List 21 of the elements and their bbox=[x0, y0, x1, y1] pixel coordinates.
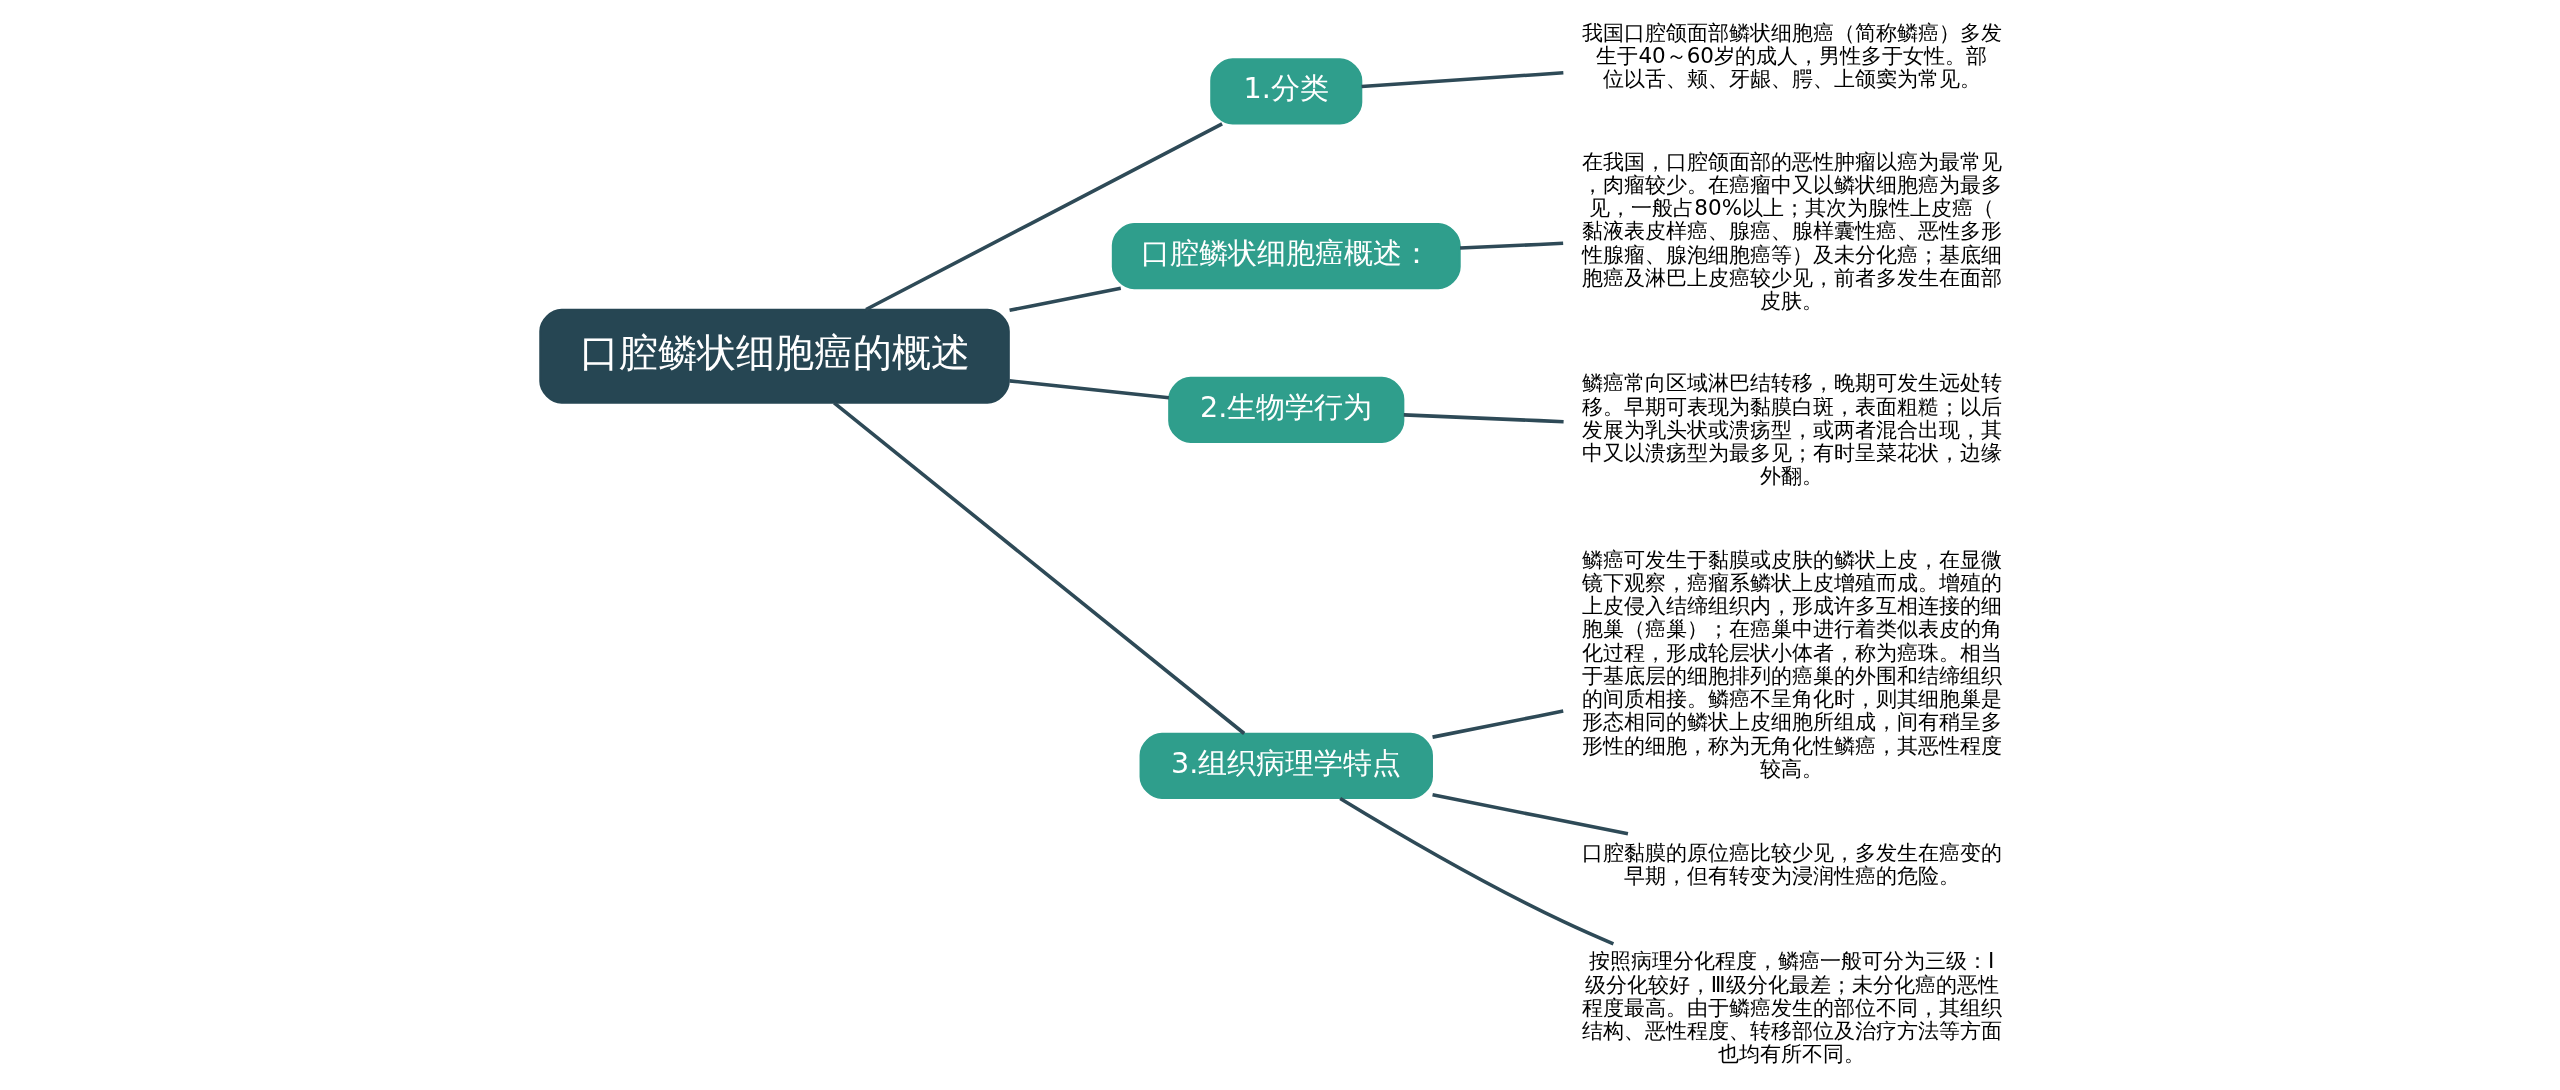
connector bbox=[1339, 796, 1615, 946]
node-text: 鳞癌可发生于黏膜或皮肤的鳞状上皮，在显微镜下观察，癌瘤系鳞状上皮增殖而成。增殖的上皮侵入结缔组织内，形成许多互相连接的细胞巢（癌巢）；在癌巢中进行着类似表皮的角化过程，形成轮层状小体者，称为癌珠。相当于基底层的细胞排列的癌巢的外围和结缔组织的间质相接。鳞癌不呈角化时，则其细胞巢是形态相同的鳞状上皮细胞所组成，间有稍呈多形性的细胞，称为无角化性鳞癌，其恶性程度较高。 bbox=[1581, 546, 2002, 781]
node-box: 口腔鳞状细胞癌的概述 bbox=[539, 308, 1010, 404]
connector bbox=[865, 122, 1223, 312]
connector bbox=[1009, 379, 1170, 400]
node-text: 口腔黏膜的原位癌比较少见，多发生在癌变的早期，但有转变为浸润性癌的危险。 bbox=[1581, 840, 2002, 889]
node-text: 鳞癌常向区域淋巴结转移，晚期可发生远处转移。早期可表现为黏膜白斑，表面粗糙；以后发展为乳头状或溃疡型，或两者混合出现，其中又以溃疡型为最多见；有时呈菜花状，边缘外翻。 bbox=[1581, 370, 2002, 489]
connector bbox=[1403, 413, 1564, 424]
connector bbox=[833, 401, 1246, 735]
node-box: 1.分类 bbox=[1210, 58, 1363, 125]
node-box: 口腔鳞状细胞癌概述： bbox=[1111, 222, 1461, 290]
connector bbox=[1009, 286, 1122, 312]
connector bbox=[1432, 709, 1564, 739]
node-text: 我国口腔颌面部鳞状细胞癌（简称鳞癌）多发生于40～60岁的成人，男性多于女性。部位以舌、颊、牙龈、腭、上颌窦为常见。 bbox=[1581, 19, 2002, 92]
node-box: 2.生物学行为 bbox=[1168, 376, 1405, 443]
connector bbox=[1432, 793, 1629, 836]
node-text: 在我国，口腔颌面部的恶性肿瘤以癌为最常见，肉瘤较少。在癌瘤中又以鳞状细胞癌为最多见，一般占80%以上；其次为腺性上皮癌（黏液表皮样癌、腺癌、腺样囊性癌、恶性多形性腺瘤、腺泡细胞癌等）及未分化癌；基底细胞癌及淋巴上皮癌较少见，前者多发生在面部皮肤。 bbox=[1581, 148, 2002, 314]
connector bbox=[1460, 241, 1564, 250]
node-text: 按照病理分化程度，鳞癌一般可分为三级：Ⅰ级分化较好，Ⅲ级分化最差；未分化癌的恶性程度最高。由于鳞癌发生的部位不同，其组织结构、恶性程度、转移部位及治疗方法等方面也均有所不同。 bbox=[1581, 948, 2002, 1067]
connector bbox=[1361, 71, 1564, 89]
node-box: 3.组织病理学特点 bbox=[1139, 732, 1433, 800]
